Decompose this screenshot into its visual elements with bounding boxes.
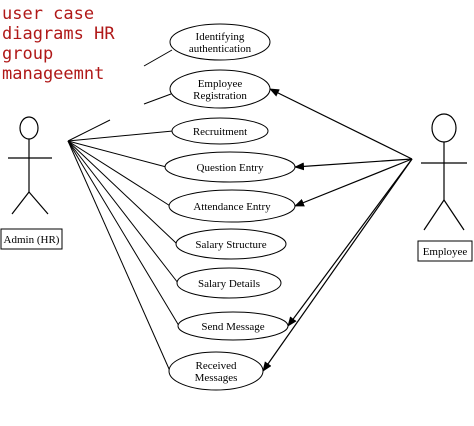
employee-left-leg [423, 199, 445, 231]
use-case-ellipse [171, 117, 269, 145]
admin-association-salary-details [67, 140, 179, 284]
use-case-ellipse [177, 311, 289, 341]
use-case-salary-structure: Salary Structure [175, 228, 287, 260]
use-case-ellipse [169, 23, 271, 61]
association-lines [67, 49, 413, 372]
admin-label: Admin (HR) [4, 234, 60, 246]
use-case-ellipse [175, 228, 287, 260]
employee-label-frame [417, 240, 473, 262]
use-case-label: Salary Details [198, 278, 260, 290]
use-case-label: Salary Structure [195, 239, 266, 251]
use-case-label: Attendance Entry [193, 201, 271, 213]
partial-association-employee-registration [143, 93, 172, 105]
employee-arrow-question-entry [294, 158, 413, 171]
use-case-salary-details: Salary Details [176, 267, 282, 299]
admin-association-attendance-entry [67, 140, 171, 207]
use-case-ellipse [168, 189, 296, 223]
employee-arrow-send-message [287, 158, 413, 327]
employee-arrow-attendance-entry [294, 158, 413, 207]
use-case-label: Registration [193, 90, 247, 102]
title-line: group [2, 44, 54, 64]
use-case-label: authentication [189, 43, 252, 55]
title-line: diagrams HR [2, 24, 115, 44]
employee-right-leg [443, 199, 465, 231]
use-case-label: Messages [195, 372, 238, 384]
use-case-label: Identifying [196, 31, 245, 43]
use-case-label: Received [196, 360, 237, 372]
use-case-ellipse [176, 267, 282, 299]
employee-head-icon [431, 113, 457, 143]
use-case-ellipse [164, 151, 296, 183]
employee-label-box: Employee [417, 240, 473, 262]
use-case-label: Send Message [201, 321, 264, 333]
employee-actor [421, 113, 467, 231]
admin-association-stub [67, 119, 111, 142]
employee-arrow-received-messages [262, 158, 413, 372]
use-case-label: Recruitment [193, 126, 247, 138]
use-case-recruitment: Recruitment [171, 117, 269, 145]
use-case-ellipse [169, 69, 271, 109]
admin-left-leg [11, 191, 30, 215]
diagram-title: user case diagrams HR group manageemnt [2, 4, 142, 84]
admin-label-box: Admin (HR) [0, 228, 63, 250]
use-case-send-message: Send Message [177, 311, 289, 341]
admin-actor [8, 116, 52, 215]
partial-association-identifying-authentication [143, 49, 173, 67]
admin-association-salary-structure [67, 140, 178, 245]
admin-label-frame [0, 228, 63, 250]
title-line: user case [2, 4, 95, 24]
admin-association-recruitment [67, 130, 174, 142]
use-cases: IdentifyingauthenticationEmployeeRegistr… [164, 23, 296, 391]
use-case-attendance-entry: Attendance Entry [168, 189, 296, 223]
admin-head-icon [19, 116, 39, 140]
employee-label: Employee [423, 246, 468, 258]
admin-association-send-message [67, 140, 180, 327]
use-case-label: Employee [198, 78, 243, 90]
employee-arrow-employee-registration [269, 88, 413, 160]
title-line: manageemnt [2, 64, 105, 84]
use-case-question-entry: Question Entry [164, 151, 296, 183]
use-case-label: Question Entry [197, 162, 264, 174]
admin-association-question-entry [67, 140, 167, 168]
admin-right-leg [28, 191, 49, 215]
use-case-ellipse [168, 351, 264, 391]
admin-association-received-messages [67, 140, 171, 372]
